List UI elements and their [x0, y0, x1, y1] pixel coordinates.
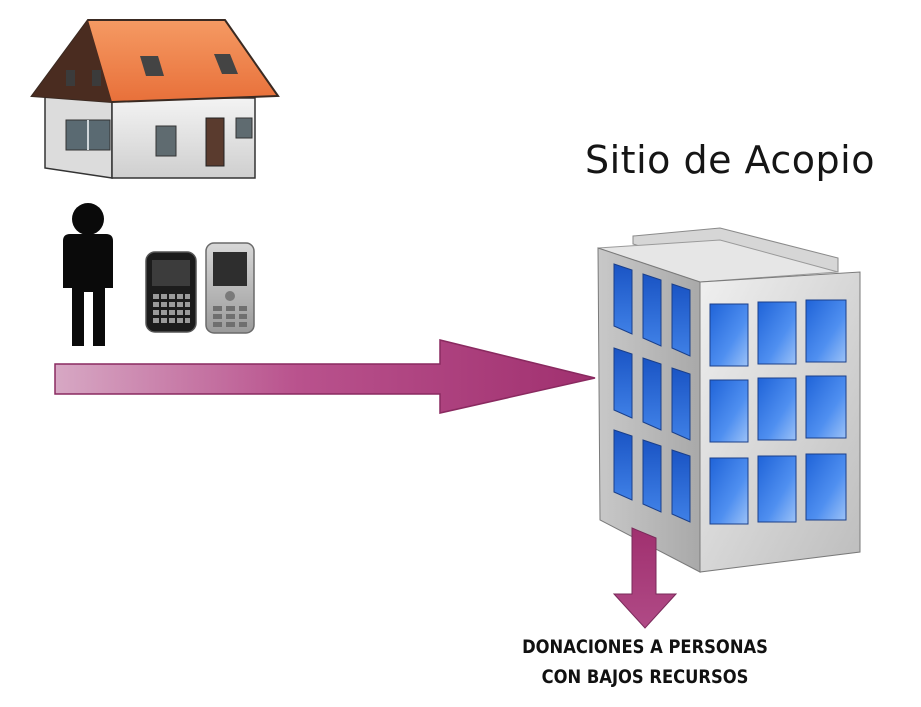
building-icon [597, 227, 861, 573]
caption-line-2: CON BAJOS RECURSOS [541, 666, 749, 688]
collection-site-title: Sitio de Acopio [585, 138, 875, 182]
donations-down-arrow [612, 527, 678, 629]
house-icon [30, 19, 280, 179]
donation-flow-arrow [54, 339, 596, 414]
person-icon [63, 203, 113, 346]
smartphone-icon [145, 251, 197, 333]
phone-icon [205, 242, 255, 334]
caption-line-1: DONACIONES A PERSONAS [522, 636, 768, 658]
